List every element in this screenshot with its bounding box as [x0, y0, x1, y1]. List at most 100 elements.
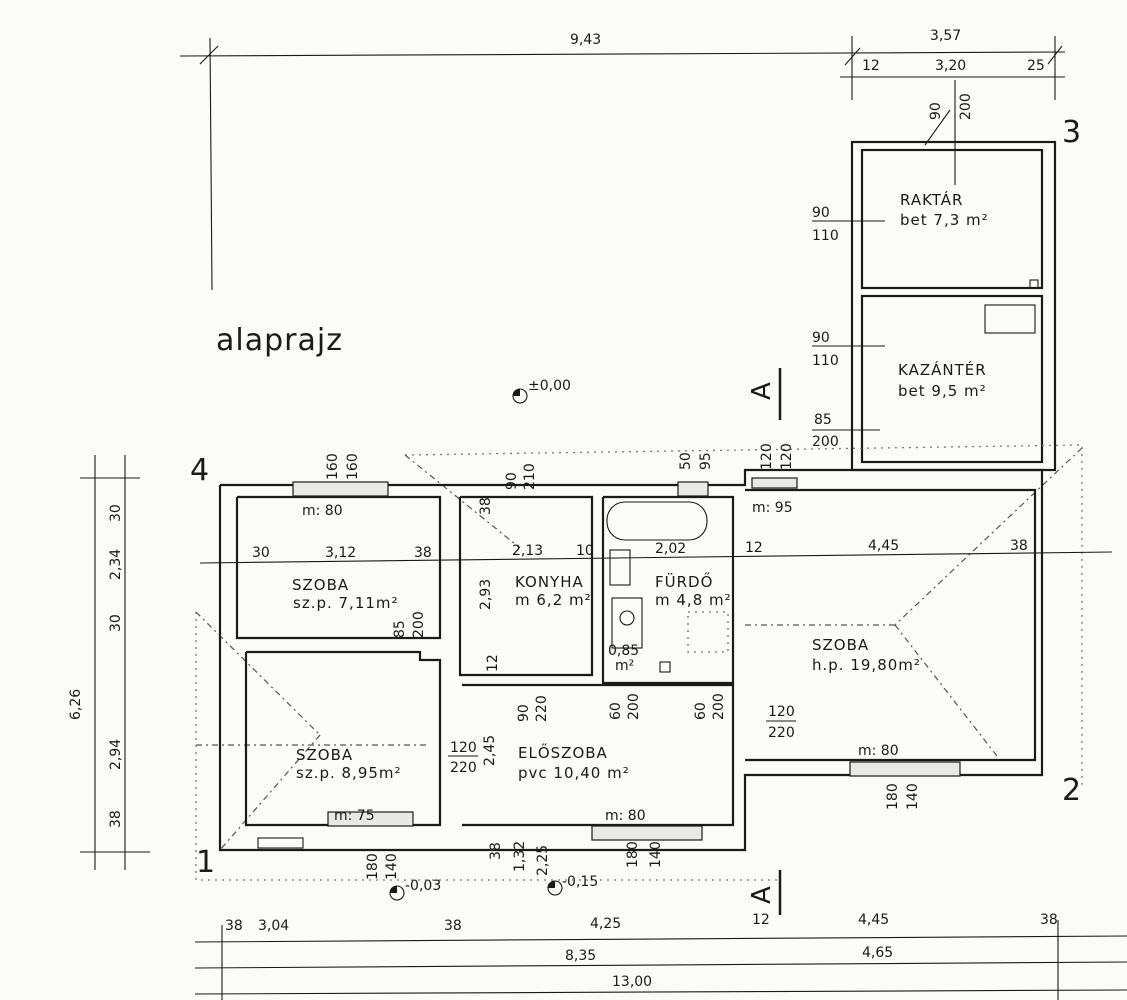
- dim-room-5: 10: [576, 543, 594, 559]
- plan-title: alaprajz: [216, 323, 343, 358]
- elevation-marker-step: [547, 880, 563, 896]
- room-name-szoba-small: SZOBA: [292, 576, 349, 594]
- hall-h-4: 2,25: [535, 845, 551, 876]
- dim-bottom-total: 13,00: [612, 974, 652, 990]
- room-name-raktar: RAKTÁR: [900, 190, 963, 209]
- axis-marker-1: 1: [196, 845, 215, 880]
- dim-room-7: 12: [745, 540, 763, 556]
- dim-room-1: 30: [252, 545, 270, 561]
- dim-left-1: 30: [108, 504, 124, 522]
- room-floor-raktar: bet 7,3 m²: [900, 211, 989, 229]
- room-floor-szoba-small: sz.p. 7,11m²: [293, 594, 399, 612]
- szoba-door-h: 200: [411, 611, 427, 638]
- dim-bottom-7: 38: [1040, 912, 1058, 928]
- window-bathroom: [677, 481, 709, 497]
- roof-outline: [195, 444, 1083, 881]
- dim-bottom-4: 4,25: [590, 916, 621, 932]
- room-name-furdo: FÜRDŐ: [655, 571, 713, 591]
- hall-door2-w: 60: [608, 702, 624, 720]
- kazanter-side-1: 90: [812, 330, 830, 346]
- window-szoba-small: [292, 481, 389, 497]
- dim-room-8: 4,45: [868, 538, 899, 554]
- section-label-top: A: [747, 382, 777, 400]
- szoba-door-w: 85: [392, 620, 408, 638]
- hall-window-h: 140: [648, 841, 664, 868]
- szoba-window-w: 160: [325, 453, 341, 480]
- szoba-8-door-h: 220: [450, 760, 477, 776]
- radiator: [257, 837, 304, 849]
- hall-window-w: 180: [625, 841, 641, 868]
- axis-marker-3: 3: [1062, 115, 1081, 150]
- room-floor-szoba-8: sz.p. 8,95m²: [296, 764, 402, 782]
- window-szoba-8: [327, 811, 414, 827]
- room-floor-furdo: m 4,8 m²: [655, 591, 732, 609]
- bath-window-w: 50: [678, 452, 694, 470]
- dim-bottom-row2-2: 4,65: [862, 945, 893, 961]
- kitchen-h-2: 2,93: [478, 579, 494, 610]
- elevation-marker-ground: [512, 388, 528, 404]
- raktar-side-2: 110: [812, 228, 839, 244]
- axis-marker-2: 2: [1062, 773, 1081, 808]
- bath-window-h: 95: [698, 452, 714, 470]
- elevation-marker-entry: [389, 885, 405, 901]
- szoba-big-door-w: 120: [768, 704, 795, 720]
- dim-room-2: 3,12: [325, 545, 356, 561]
- outbuilding-walls: [850, 80, 1057, 472]
- kitchen-door-h: 210: [522, 463, 538, 490]
- big-window-w: 180: [885, 783, 901, 810]
- room-floor-szoba-big: h.p. 19,80m²: [812, 656, 921, 674]
- dim-left-4: 2,94: [108, 739, 124, 770]
- room-floor-kazanter: bet 9,5 m²: [898, 382, 987, 400]
- elevation-ground: ±0,00: [528, 378, 571, 394]
- dim-room-4: 2,13: [512, 543, 543, 559]
- kazanter-door-w: 85: [814, 412, 832, 428]
- szoba-8-door-w: 120: [450, 740, 477, 756]
- wc-unit: m²: [615, 658, 634, 674]
- corridor-window-w: 120: [759, 443, 775, 470]
- room-name-szoba-8: SZOBA: [296, 746, 353, 764]
- hall-h-3: 1,32: [512, 841, 528, 872]
- dim-top-sub-3: 25: [1027, 58, 1045, 74]
- dim-bottom-5: 12: [752, 912, 770, 928]
- window-corridor: [751, 477, 798, 489]
- sill-big-bottom: m: 80: [858, 743, 899, 759]
- dim-left-5: 38: [108, 810, 124, 828]
- sill-szoba-8: m: 75: [334, 808, 375, 824]
- top-dimension-lines: [179, 36, 1066, 291]
- room-floor-eloszoba: pvc 10,40 m²: [518, 764, 630, 782]
- big-window-h: 140: [905, 783, 921, 810]
- dim-bottom-row2-1: 8,35: [565, 948, 596, 964]
- dim-room-3: 38: [414, 545, 432, 561]
- kitchen-door-w: 90: [504, 472, 520, 490]
- kazanter-door-h: 200: [812, 434, 839, 450]
- room-floor-konyha: m 6,2 m²: [515, 591, 592, 609]
- hall-door3-h: 200: [711, 693, 727, 720]
- sill-szoba-small: m: 80: [302, 503, 343, 519]
- dim-bottom-6: 4,45: [858, 912, 889, 928]
- kitchen-h-1: 38: [478, 497, 494, 515]
- raktar-window-h: 200: [958, 93, 974, 120]
- raktar-window-w: 90: [928, 102, 944, 120]
- wc-area: 0,85: [608, 643, 639, 659]
- kitchen-h-3: 12: [485, 654, 501, 672]
- dim-room-9: 38: [1010, 538, 1028, 554]
- dim-top-sub-2: 3,20: [935, 58, 966, 74]
- szoba-window-h: 160: [345, 453, 361, 480]
- axis-marker-4: 4: [190, 453, 209, 488]
- hall-door2-h: 200: [626, 693, 642, 720]
- dim-bottom-1: 38: [225, 918, 243, 934]
- hall-door1-w: 90: [516, 704, 532, 722]
- dim-left-2: 2,34: [108, 549, 124, 580]
- raktar-side-1: 90: [812, 205, 830, 221]
- room-name-szoba-big: SZOBA: [812, 636, 869, 654]
- window-szoba-big: [849, 761, 961, 777]
- hall-door3-w: 60: [693, 702, 709, 720]
- sill-hall: m: 80: [605, 808, 646, 824]
- main-walls: [218, 468, 1044, 852]
- sill-big-top: m: 95: [752, 500, 793, 516]
- elevation-entry-low: -0,03: [405, 878, 441, 894]
- room-name-konyha: KONYHA: [515, 573, 584, 591]
- hall-h-1: 2,45: [482, 735, 498, 766]
- szoba-8-window-h: 140: [384, 853, 400, 880]
